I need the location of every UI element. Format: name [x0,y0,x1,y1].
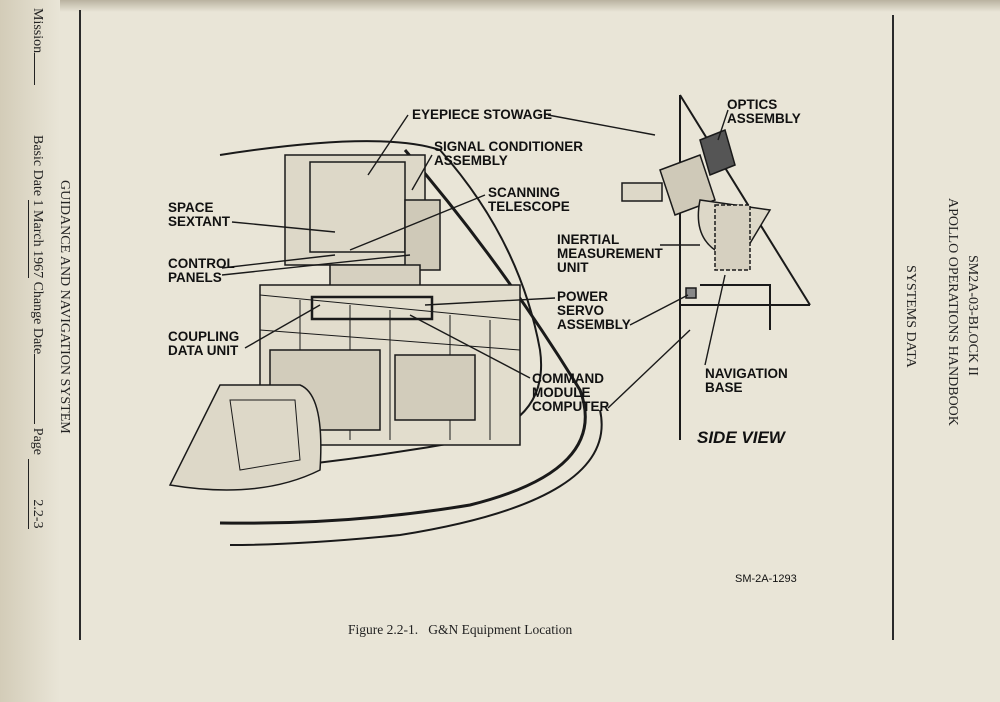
side-view-label: SIDE VIEW [697,428,785,447]
label-coupling-data-unit: COUPLING DATA UNIT [168,329,240,358]
label-control-panels: CONTROL PANELS [168,256,235,285]
label-command-module-computer: COMMAND MODULE COMPUTER [532,371,610,414]
label-navigation-base: NAVIGATION BASE [705,366,788,395]
label-space-sextant: SPACE SEXTANT [168,200,231,229]
label-eyepiece-stowage: EYEPIECE STOWAGE [412,107,553,122]
label-optics-assembly: OPTICS ASSEMBLY [727,97,801,126]
figure-caption: Figure 2.2-1. G&N Equipment Location [348,622,573,637]
label-imu: INERTIAL MEASUREMENT UNIT [557,232,663,275]
label-signal-conditioner: SIGNAL CONDITIONER ASSEMBLY [434,139,584,168]
label-power-servo-assembly: POWER SERVO ASSEMBLY [557,289,631,332]
page-top-edge [0,0,1000,12]
left-rule [79,10,81,640]
label-scanning-telescope: SCANNING TELESCOPE [488,185,570,214]
right-rule [892,15,894,640]
binding-shadow [0,0,60,702]
drawing-number: SM-2A-1293 [735,573,797,585]
